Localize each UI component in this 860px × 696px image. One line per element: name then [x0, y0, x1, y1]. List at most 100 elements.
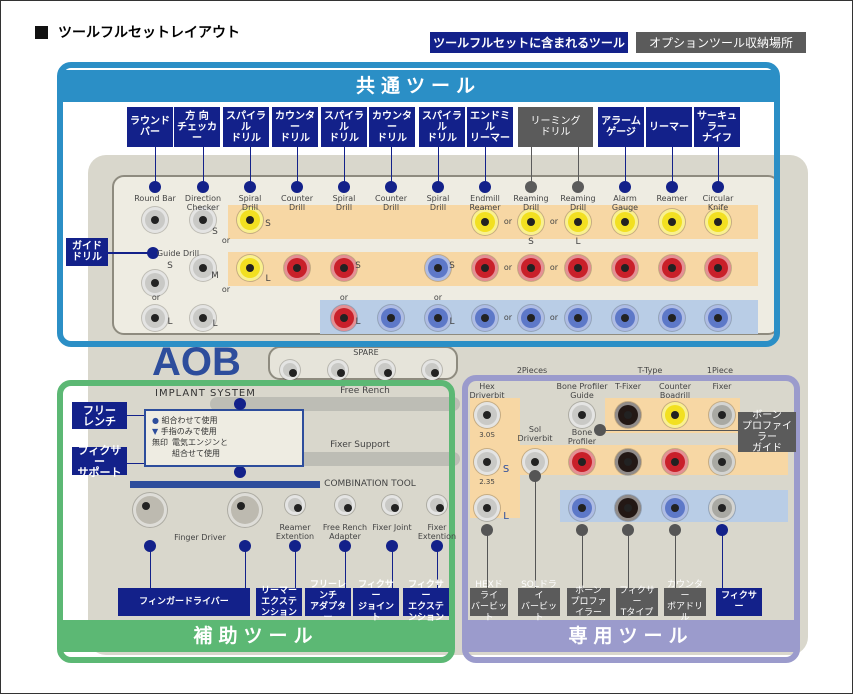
free-rench-dot — [234, 398, 246, 410]
connector — [438, 147, 439, 185]
or-text: or — [433, 293, 443, 302]
tool-dot — [197, 181, 209, 193]
special-well-steel — [709, 402, 735, 428]
key-text: 組合わせて使用 — [161, 416, 218, 425]
connector — [344, 147, 345, 185]
label-guide-drill: ガイド ドリル — [66, 238, 108, 266]
tool-well-gray — [190, 305, 216, 331]
label-aux-tool: リーマー エクステンション — [256, 586, 302, 618]
or-text: or — [221, 236, 231, 245]
connector — [295, 546, 296, 588]
special-well-gray — [569, 402, 595, 428]
tool-well-blue — [425, 255, 451, 281]
finger-driver-en: Finger Driver — [174, 533, 226, 542]
tool-en-label: Reaming Drill — [513, 194, 549, 212]
special-well-black — [615, 495, 641, 521]
tool-en-label: Direction Checker — [184, 194, 222, 212]
label-common-tool: カウンター ドリル — [272, 107, 318, 147]
connector — [582, 530, 583, 588]
tool-well-yellow — [237, 207, 263, 233]
tool-dot — [479, 181, 491, 193]
key-box: ● 組合わせて使用 ▼ 手指のみで使用 無印電気エンジンと 組合せて使用 — [144, 409, 304, 467]
connector — [392, 546, 393, 588]
special-dot — [481, 524, 493, 536]
special-dot — [576, 524, 588, 536]
special-tool-en: Sol Driverbit — [517, 425, 553, 443]
size-2pieces: 2Pieces — [516, 366, 548, 375]
tool-en-label: Round Bar — [134, 194, 176, 203]
label-common-tool: スパイラル ドリル — [419, 107, 465, 147]
aux-tool-en: Fixer Joint — [372, 523, 412, 532]
aux-dot — [289, 540, 301, 552]
tool-well-yellow — [518, 209, 544, 235]
tool-dot — [432, 181, 444, 193]
special-well-gray — [474, 449, 500, 475]
spare-well — [280, 360, 300, 380]
label-aux-tool: フィクサー ジョイント — [353, 580, 399, 623]
size-mark: S — [265, 219, 271, 229]
connector — [578, 147, 579, 185]
tool-well-yellow — [705, 209, 731, 235]
key-triangle-icon: ▼ — [152, 427, 159, 436]
hex-size-2.35: 2.35 — [479, 478, 495, 486]
aux-dot — [386, 540, 398, 552]
aux-dot — [431, 540, 443, 552]
key-text: 電気エンジンと 組合せて使用 — [172, 438, 228, 458]
special-well-black — [615, 402, 641, 428]
guide-drill-connector — [108, 252, 153, 254]
tool-well-yellow — [612, 209, 638, 235]
label-common-tool: リーマー — [646, 107, 692, 147]
special-tool-en: Fixer — [712, 382, 732, 391]
label-aux-tool: フィンガードライバー — [118, 588, 250, 616]
tool-dot — [712, 181, 724, 193]
connector — [535, 476, 536, 588]
tool-well-red — [284, 255, 310, 281]
guide-drill-dot — [147, 247, 159, 259]
spare-well — [328, 360, 348, 380]
tool-dot — [525, 181, 537, 193]
special-dot — [716, 524, 728, 536]
fixer-support-label: Fixer Support — [330, 440, 390, 450]
tool-en-label: Alarm Gauge — [611, 194, 639, 212]
tool-well-red — [705, 255, 731, 281]
connector — [245, 546, 246, 588]
key-nomark: 無印 — [152, 438, 168, 447]
spare-label: SPARE — [353, 348, 379, 357]
tool-well-yellow — [472, 209, 498, 235]
or-text: or — [503, 313, 513, 322]
implant-system-text: IMPLANT SYSTEM — [155, 388, 256, 399]
size-mark: S — [355, 261, 361, 271]
tool-well-yellow — [659, 209, 685, 235]
label-common-tool: アラーム ゲージ — [598, 107, 644, 147]
tool-well-red — [565, 255, 591, 281]
label-common-tool: エンドミル リーマー — [467, 107, 513, 147]
tool-dot — [666, 181, 678, 193]
tool-well-blue — [612, 305, 638, 331]
connector — [391, 147, 392, 185]
aux-well — [382, 495, 402, 515]
tool-dot — [572, 181, 584, 193]
label-special-tool: フィクサー Tタイプ — [616, 586, 658, 618]
special-well-steel — [709, 449, 735, 475]
connector — [437, 546, 438, 588]
tool-well-red — [659, 255, 685, 281]
size-mark: S — [449, 261, 455, 271]
or-text: or — [221, 285, 231, 294]
size-mark: L — [265, 274, 271, 284]
special-well-gray — [474, 402, 500, 428]
or-text: or — [339, 293, 349, 302]
tool-en-label: Reaming Drill — [560, 194, 596, 212]
tool-well-gray — [190, 207, 216, 233]
page-title: ツールフルセットレイアウト — [35, 22, 240, 42]
label-bone-profiler-guide: ボーン プロファイラー ガイド — [738, 410, 796, 454]
or-text: or — [549, 217, 559, 226]
special-well-gray — [474, 495, 500, 521]
free-rench-label: Free Rench — [340, 386, 390, 396]
tool-en-label: Reamer — [656, 194, 688, 203]
tool-well-blue — [659, 305, 685, 331]
connector — [127, 463, 144, 464]
spare-well — [422, 360, 442, 380]
tool-en-label: Spiral Drill — [426, 194, 450, 212]
guide-drill-en: Guide Drill — [156, 249, 200, 258]
aux-well — [427, 495, 447, 515]
